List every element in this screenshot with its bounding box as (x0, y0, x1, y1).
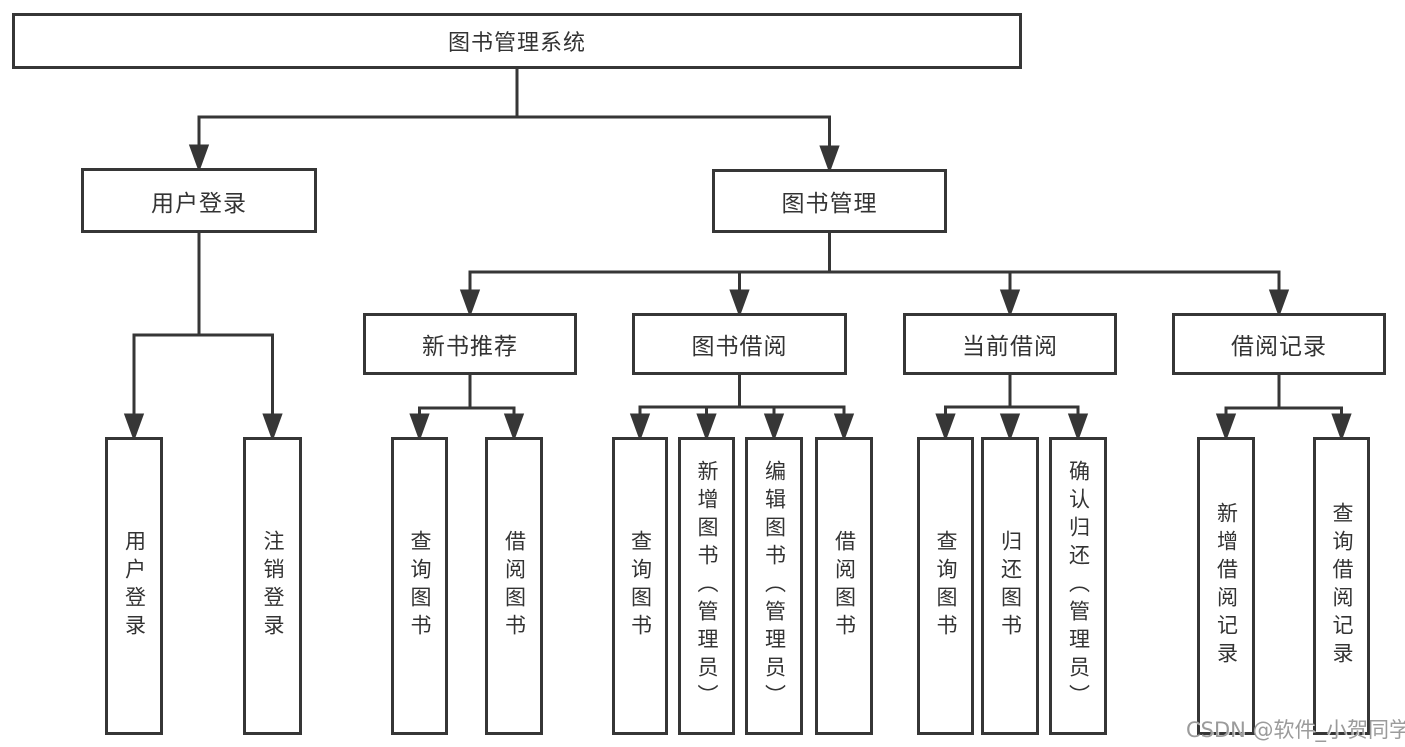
leaf-br-query-record-label: 查询借阅记录 (1330, 502, 1354, 670)
leaf-user-login: 用户登录 (105, 437, 163, 735)
leaf-bb-borrow-books: 借阅图书 (815, 437, 873, 735)
node-borrow-records: 借阅记录 (1172, 313, 1386, 375)
leaf-cb-return-books-label: 归还图书 (998, 530, 1023, 642)
leaf-cb-query-books-label: 查询图书 (934, 530, 958, 642)
leaf-logout: 注销登录 (243, 437, 302, 735)
leaf-user-login-label: 用户登录 (122, 530, 147, 642)
leaf-rec-borrow-books-label: 借阅图书 (502, 530, 527, 642)
leaf-bb-query-books-label: 查询图书 (628, 530, 653, 642)
node-new-book-rec-label: 新书推荐 (422, 334, 518, 360)
node-user-login: 用户登录 (81, 168, 317, 233)
leaf-bb-edit-books-admin-label: 编辑图书（管理员） (762, 460, 787, 712)
leaf-bb-edit-books-admin: 编辑图书（管理员） (745, 437, 803, 735)
node-current-borrow-label: 当前借阅 (962, 334, 1058, 360)
node-book-borrow: 图书借阅 (632, 313, 847, 375)
node-current-borrow: 当前借阅 (903, 313, 1117, 375)
leaf-bb-borrow-books-label: 借阅图书 (832, 530, 857, 642)
leaf-rec-query-books: 查询图书 (391, 437, 448, 735)
leaf-br-add-record-label: 新增借阅记录 (1214, 502, 1239, 670)
leaf-bb-add-books-admin-label: 新增图书（管理员） (695, 460, 719, 712)
node-book-mgmt-label: 图书管理 (781, 191, 878, 217)
leaf-cb-return-books: 归还图书 (981, 437, 1039, 735)
node-user-login-label: 用户登录 (151, 190, 247, 217)
csdn-watermark: CSDN @软件_小贺同学 (1186, 718, 1405, 742)
leaf-rec-borrow-books: 借阅图书 (485, 437, 543, 735)
leaf-cb-query-books: 查询图书 (917, 437, 974, 735)
leaf-rec-query-books-label: 查询图书 (408, 530, 432, 642)
leaf-bb-query-books: 查询图书 (612, 437, 668, 735)
node-root: 图书管理系统 (12, 13, 1022, 69)
node-new-book-rec: 新书推荐 (363, 313, 577, 375)
leaf-cb-confirm-return-admin: 确认归还（管理员） (1049, 437, 1107, 735)
node-borrow-records-label: 借阅记录 (1231, 334, 1327, 360)
leaf-br-query-record: 查询借阅记录 (1313, 437, 1370, 735)
leaf-bb-add-books-admin: 新增图书（管理员） (678, 437, 735, 735)
node-book-mgmt: 图书管理 (712, 169, 947, 233)
node-root-label: 图书管理系统 (447, 31, 586, 56)
leaf-cb-confirm-return-admin-label: 确认归还（管理员） (1066, 460, 1091, 712)
leaf-logout-label: 注销登录 (261, 530, 285, 642)
node-book-borrow-label: 图书借阅 (691, 334, 788, 360)
leaf-br-add-record: 新增借阅记录 (1197, 437, 1255, 735)
